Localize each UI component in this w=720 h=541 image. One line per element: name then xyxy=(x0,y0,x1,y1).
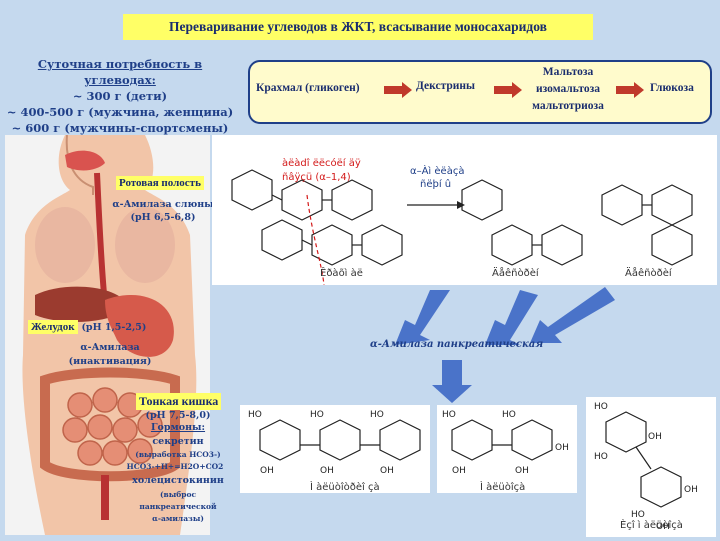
flow-arrow-3 xyxy=(616,82,644,98)
pancreatic-amylase-label: α-Амилаза панкреатическая xyxy=(370,339,544,350)
svg-text:OH: OH xyxy=(515,466,529,476)
stomach-note: (инактивация) xyxy=(68,356,152,367)
isomaltose-label: Èçî ì àëüòîçà xyxy=(620,520,683,531)
daily-need-line: ~ 300 г (дети) xyxy=(72,89,168,103)
mouth-enzyme: α-Амилаза слюны xyxy=(112,199,214,210)
dextrin-label: Äåêñòðèí xyxy=(492,268,539,279)
svg-text:HO: HO xyxy=(502,410,516,420)
mouth-ph: (pH 6,5-6,8) xyxy=(130,212,196,223)
daily-need-line: ~ 400-500 г (мужчина, женщина) xyxy=(6,105,234,119)
daily-need-heading: Суточная потребность в углеводах: xyxy=(37,57,203,87)
maltotriose-panel: HO HO HO OH OH OH xyxy=(240,405,430,493)
svg-text:OH: OH xyxy=(452,466,466,476)
svg-text:HO: HO xyxy=(248,410,262,420)
isomaltose-structure: HO HO OH HO OH OH xyxy=(594,402,698,532)
svg-text:OH: OH xyxy=(555,443,569,453)
digestive-system-illustration xyxy=(22,134,197,535)
svg-text:HO: HO xyxy=(442,410,456,420)
dextrin-label: Äåêñòðèí xyxy=(625,268,672,279)
salivary-enzyme-label: α–Àì èëàçà xyxy=(410,166,465,177)
stomach-enzyme: α-Амилаза xyxy=(80,342,140,353)
svg-text:OH: OH xyxy=(260,466,274,476)
svg-text:HO: HO xyxy=(631,510,645,520)
page-title: Переваривание углеводов в ЖКТ, всасывани… xyxy=(123,14,593,40)
maltotriose-structure: HO HO HO OH OH OH xyxy=(248,410,421,476)
pancreatic-arrows xyxy=(395,287,615,403)
secretin-note: (выработка НСО3-) xyxy=(135,450,221,459)
svg-text:OH: OH xyxy=(684,485,698,495)
bicarbonate-reaction: НСО3-+Н+=Н2О+СО2 xyxy=(126,462,224,471)
digestion-flow-box: Крахмал (гликоген) Декстрины Мальтоза из… xyxy=(248,60,712,124)
flow-maltose-line: Мальтоза xyxy=(542,66,594,78)
svg-text:HO: HO xyxy=(370,410,384,420)
stomach-label: Желудок xyxy=(28,320,78,334)
polysaccharide-structures xyxy=(231,169,693,286)
hormone-cholecystokinin: холецистокинин xyxy=(132,475,224,486)
svg-text:HO: HO xyxy=(594,452,608,462)
maltose-structure: HO HO OH OH OH xyxy=(442,410,569,476)
isomaltose-panel: HO HO OH HO OH OH xyxy=(586,397,716,537)
svg-text:OH: OH xyxy=(648,432,662,442)
maltose-panel: HO HO OH OH OH xyxy=(437,405,577,493)
cck-note: панкреатической xyxy=(139,502,217,511)
flow-starch: Крахмал (гликоген) xyxy=(256,82,360,94)
alpha-bond-text: àëàdî ëëcóëí äÿ xyxy=(282,158,361,169)
flow-maltose: Мальтоза изомальтоза мальтотриоза xyxy=(518,64,618,115)
intestine-label: Тонкая кишка xyxy=(136,393,222,410)
daily-need-block: Суточная потребность в углеводах: ~ 300 … xyxy=(0,56,240,136)
svg-text:OH: OH xyxy=(380,466,394,476)
flow-maltose-line: мальтотриоза xyxy=(532,100,604,112)
starch-label: Êðàõì àë xyxy=(320,268,363,279)
flow-dextrins: Декстрины xyxy=(416,80,476,92)
mouth-label: Ротовая полость xyxy=(116,176,204,190)
intestine-ph: (pH 7,5-8,0) xyxy=(145,410,211,421)
svg-text:HO: HO xyxy=(310,410,324,420)
anatomy-panel xyxy=(5,134,210,535)
alpha-bond-text: ñâÿçü (α–1,4) xyxy=(282,172,351,183)
maltose-label: Ì àëüòîçà xyxy=(480,482,526,493)
svg-text:OH: OH xyxy=(320,466,334,476)
starch-hydrolysis-panel xyxy=(212,135,717,286)
stomach-label-group: Желудок (pH 1,5-2,5) xyxy=(28,320,147,334)
flow-arrow-1 xyxy=(384,82,412,98)
maltotriose-label: Ì àëüòîòðèî çà xyxy=(310,482,380,493)
flow-arrow-2 xyxy=(494,82,522,98)
flow-glucose: Глюкоза xyxy=(650,82,694,94)
flow-maltose-line: изомальтоза xyxy=(535,83,601,95)
daily-need-line: ~ 600 г (мужчины-спортсмены) xyxy=(11,121,229,135)
cck-note: (выброс xyxy=(159,490,197,499)
svg-text:OH: OH xyxy=(656,522,670,532)
salivary-enzyme-label: ñëþí û xyxy=(420,179,452,190)
svg-text:HO: HO xyxy=(594,402,608,412)
hormones-heading: Гормоны: xyxy=(150,422,206,433)
hormone-secretin: секретин xyxy=(152,436,204,447)
stomach-ph: (pH 1,5-2,5) xyxy=(81,322,147,333)
cck-note: α-амилазы) xyxy=(152,514,204,523)
